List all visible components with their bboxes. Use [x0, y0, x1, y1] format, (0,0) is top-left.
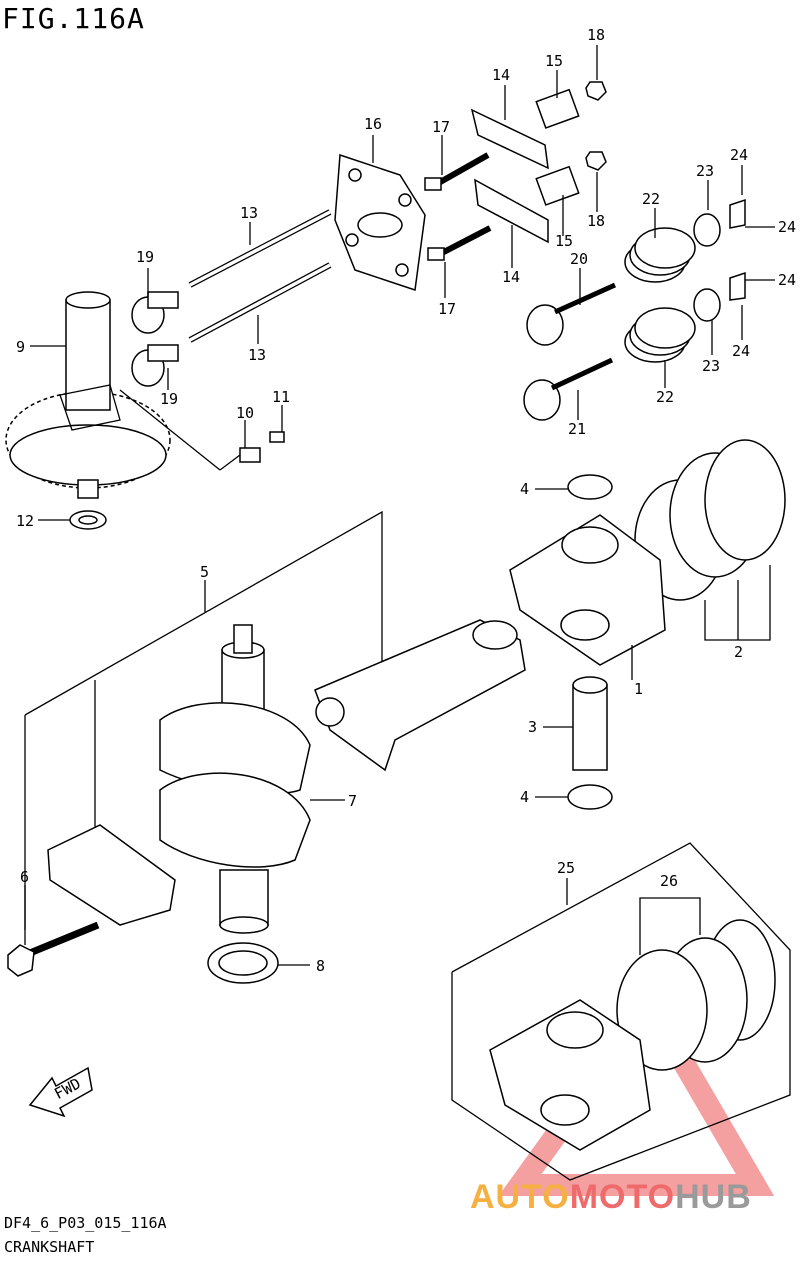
svg-text:17: 17: [438, 300, 456, 318]
svg-text:18: 18: [587, 212, 605, 230]
svg-text:13: 13: [240, 204, 258, 222]
rod-cap-and-bolt: [7, 824, 176, 977]
watermark-logo: AUTOMOTOHUB: [470, 1178, 752, 1217]
svg-text:24: 24: [778, 271, 796, 289]
svg-text:12: 12: [16, 512, 34, 530]
svg-text:1: 1: [634, 680, 643, 698]
svg-text:17: 17: [432, 118, 450, 136]
svg-text:24: 24: [732, 342, 750, 360]
camshaft-gear: [5, 291, 171, 499]
oversize-piston-set: [489, 919, 776, 1151]
figure-caption: CRANKSHAFT: [4, 1238, 95, 1256]
push-rods: [188, 209, 332, 343]
figure-code: DF4_6_P03_015_116A: [4, 1214, 167, 1232]
forward-direction-arrow: FWD: [28, 1066, 93, 1118]
piston-pin-clip-lower: [567, 784, 613, 810]
piston: [509, 514, 666, 666]
svg-text:14: 14: [492, 66, 510, 84]
rocker-arms: [470, 108, 549, 244]
small-fasteners: [119, 389, 285, 471]
spring-retainers: [693, 198, 746, 322]
svg-text:13: 13: [248, 346, 266, 364]
svg-text:24: 24: [778, 218, 796, 236]
svg-text:3: 3: [528, 718, 537, 736]
valve-springs: [624, 227, 696, 363]
svg-text:6: 6: [20, 868, 29, 886]
svg-text:9: 9: [16, 338, 25, 356]
rocker-pivots: [535, 81, 607, 206]
svg-text:25: 25: [557, 859, 575, 877]
piston-pin-clip-upper: [567, 474, 613, 500]
callout-numbers: 1 2 3 4 4 5 6 7 8 9 10 11 12 13 13 14 14…: [16, 26, 796, 975]
valves: [523, 282, 617, 421]
svg-text:20: 20: [570, 250, 588, 268]
piston-pin: [572, 676, 608, 771]
adjusting-screws: [424, 152, 492, 261]
svg-text:7: 7: [348, 792, 357, 810]
svg-text:15: 15: [555, 232, 573, 250]
watermark-moto: MOTO: [569, 1178, 676, 1216]
svg-text:10: 10: [236, 404, 254, 422]
svg-text:8: 8: [316, 957, 325, 975]
svg-text:5: 5: [200, 563, 209, 581]
svg-text:23: 23: [696, 162, 714, 180]
svg-text:26: 26: [660, 872, 678, 890]
valve-tappets: [131, 291, 179, 387]
crankshaft: [159, 624, 311, 934]
svg-text:14: 14: [502, 268, 520, 286]
watermark-auto: AUTO: [470, 1178, 570, 1216]
svg-text:22: 22: [642, 190, 660, 208]
svg-text:19: 19: [136, 248, 154, 266]
svg-text:11: 11: [272, 388, 290, 406]
svg-text:2: 2: [734, 643, 743, 661]
connecting-rod: [314, 619, 526, 772]
svg-text:23: 23: [702, 357, 720, 375]
rocker-gasket: [334, 153, 426, 291]
callout-leaders: [24, 45, 775, 966]
watermark-hub: HUB: [675, 1178, 752, 1216]
svg-text:18: 18: [587, 26, 605, 44]
svg-text:4: 4: [520, 788, 529, 806]
svg-text:15: 15: [545, 52, 563, 70]
piston-rings: [634, 439, 786, 601]
svg-text:24: 24: [730, 146, 748, 164]
svg-text:4: 4: [520, 480, 529, 498]
svg-text:22: 22: [656, 388, 674, 406]
piston-set-outline: [451, 842, 791, 1181]
figure-title: FIG.116A: [2, 2, 145, 35]
svg-text:21: 21: [568, 420, 586, 438]
svg-text:16: 16: [364, 115, 382, 133]
svg-text:19: 19: [160, 390, 178, 408]
